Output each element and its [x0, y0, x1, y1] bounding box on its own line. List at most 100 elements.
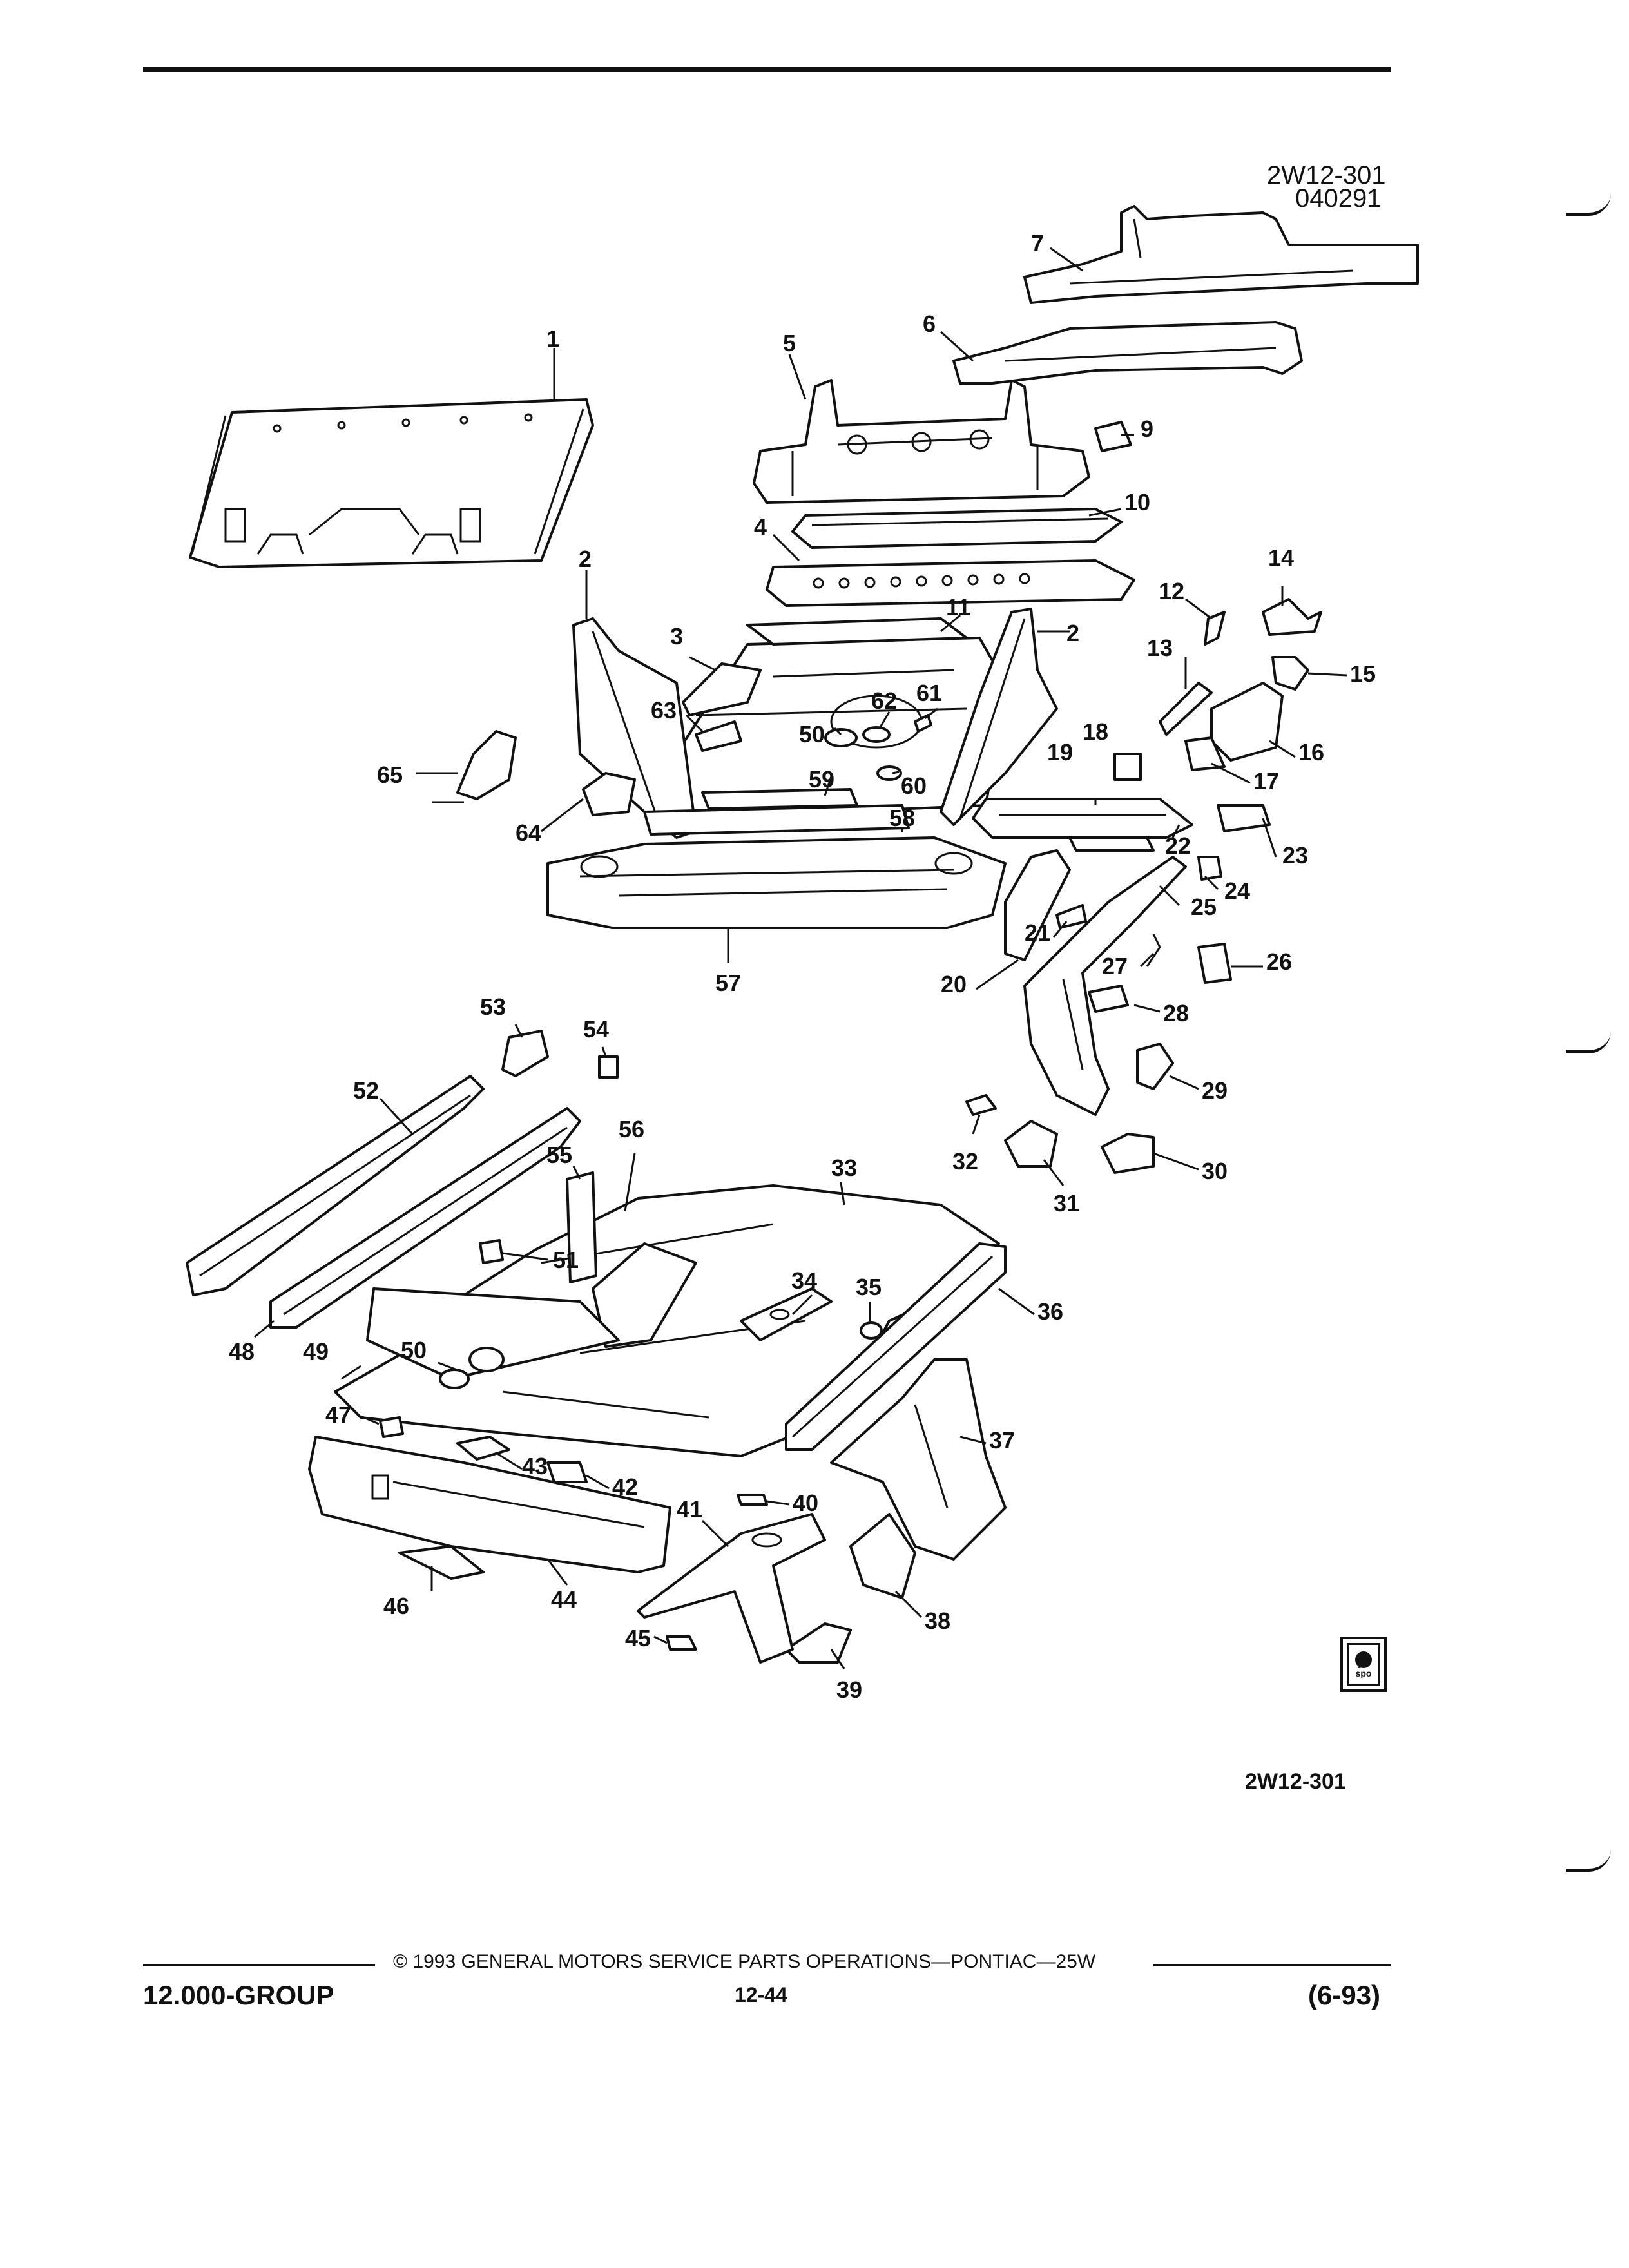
- part-61-clip: [914, 714, 932, 733]
- part-21-clip: [1055, 904, 1087, 929]
- callout-37: 37: [989, 1427, 1015, 1454]
- part-29-bracket: [1136, 1043, 1174, 1090]
- callout-30: 30: [1202, 1158, 1228, 1184]
- part-16-box-bracket: [1210, 682, 1284, 762]
- callout-12: 12: [1159, 578, 1184, 604]
- part-45-clip: [666, 1635, 697, 1651]
- callout-29: 29: [1202, 1077, 1228, 1104]
- callout-39: 39: [836, 1677, 862, 1703]
- part-50-lower-grommet: [439, 1347, 505, 1389]
- callout-2-left: 2: [579, 546, 592, 572]
- callout-19: 19: [1047, 739, 1073, 765]
- part-55-seat-rail: [566, 1171, 597, 1283]
- margin-mark-middle: [1566, 1031, 1611, 1053]
- part-1-rear-shelf-panel: [189, 398, 594, 568]
- footer-group: 12.000-GROUP: [143, 1980, 334, 2010]
- part-49-crossmember: [366, 1287, 620, 1380]
- callout-63: 63: [651, 697, 677, 724]
- part-65-bracket: [432, 730, 517, 803]
- part-57-rear-floor-pan: [546, 836, 1007, 929]
- callout-11: 11: [946, 594, 970, 620]
- part-39-bracket: [785, 1622, 852, 1664]
- callout-2-right: 2: [1066, 620, 1079, 646]
- drawing-date: 040291: [1295, 184, 1382, 213]
- callout-25: 25: [1191, 894, 1217, 920]
- drawing-code: 2W12-301: [1267, 161, 1386, 189]
- footer-page-number: 12-44: [735, 1983, 787, 2006]
- callout-42: 42: [612, 1474, 638, 1500]
- top-rule: [143, 67, 1391, 72]
- part-19-rail: [972, 798, 1193, 839]
- callout-64: 64: [516, 820, 541, 846]
- part-12-clip: [1204, 611, 1226, 646]
- part-32-clip: [965, 1094, 997, 1116]
- callout-55: 55: [546, 1142, 572, 1168]
- callout-7: 7: [1031, 230, 1044, 256]
- callout-22: 22: [1165, 832, 1191, 859]
- part-62-plug: [862, 726, 891, 743]
- part-59-cross-bar: [701, 788, 858, 810]
- callout-28: 28: [1163, 1000, 1189, 1026]
- callout-16: 16: [1298, 739, 1324, 765]
- callout-59: 59: [809, 766, 834, 793]
- gm-spo-logo-icon: gm spo: [1340, 1637, 1387, 1692]
- footer-rule-right: [1153, 1964, 1391, 1966]
- callout-3: 3: [670, 623, 683, 649]
- part-10-cross-member: [791, 508, 1123, 549]
- callout-41: 41: [677, 1496, 702, 1523]
- part-23-plate: [1217, 804, 1271, 832]
- part-54-tab: [598, 1055, 619, 1079]
- callout-52: 52: [353, 1077, 379, 1104]
- part-20-pillar: [1004, 849, 1071, 961]
- part-6-upper-rail: [952, 321, 1303, 385]
- part-15-bracket: [1271, 656, 1309, 691]
- part-5-rear-body-panel: [753, 379, 1090, 504]
- callout-17: 17: [1253, 768, 1279, 794]
- callout-56: 56: [619, 1116, 644, 1142]
- part-31-bracket: [1004, 1120, 1058, 1168]
- callout-65: 65: [377, 762, 403, 788]
- callout-32: 32: [952, 1148, 978, 1175]
- part-4-cross-member: [766, 559, 1135, 607]
- callout-labels: 1 2 2 3 4 5 6 7 9 10 11 12 13 14 15 16 1…: [229, 230, 1376, 1703]
- callout-54: 54: [583, 1016, 609, 1043]
- part-41-floor-rail: [637, 1513, 826, 1664]
- part-22-rail: [1068, 836, 1155, 852]
- part-9-bracket: [1094, 421, 1132, 452]
- callout-40: 40: [793, 1490, 818, 1516]
- part-44-front-crossmember: [308, 1436, 671, 1573]
- callout-38: 38: [925, 1608, 950, 1634]
- callout-61: 61: [916, 680, 942, 706]
- callout-31: 31: [1054, 1190, 1079, 1216]
- part-38-bracket: [849, 1513, 916, 1599]
- footer-copyright: © 1993 GENERAL MOTORS SERVICE PARTS OPER…: [393, 1951, 1096, 1972]
- callout-4: 4: [754, 514, 767, 540]
- callout-50-upper: 50: [799, 721, 825, 747]
- part-11-floor-brace: [746, 617, 968, 646]
- callout-10: 10: [1124, 489, 1150, 515]
- part-60-grommet: [876, 765, 902, 781]
- callout-44: 44: [551, 1586, 577, 1613]
- callout-5: 5: [783, 330, 796, 356]
- callout-48: 48: [229, 1338, 255, 1365]
- callout-47: 47: [325, 1401, 351, 1428]
- callout-53: 53: [480, 994, 506, 1020]
- part-30-bracket: [1101, 1133, 1155, 1174]
- callout-50-lower: 50: [401, 1337, 427, 1363]
- callout-23: 23: [1282, 842, 1308, 869]
- part-7-upper-rail: [1023, 205, 1419, 304]
- part-27-strap: [1146, 934, 1161, 967]
- callout-34: 34: [791, 1267, 817, 1294]
- part-28-bracket: [1088, 985, 1129, 1013]
- callout-14: 14: [1268, 544, 1294, 571]
- footer-rule-left: [143, 1964, 375, 1966]
- callout-49: 49: [303, 1338, 329, 1365]
- callout-9: 9: [1141, 416, 1153, 442]
- callout-21: 21: [1025, 919, 1050, 946]
- callout-62: 62: [871, 687, 897, 714]
- part-35-clip: [860, 1321, 883, 1340]
- part-26-bracket: [1197, 943, 1232, 984]
- callout-27: 27: [1102, 953, 1128, 979]
- part-25-quarter-inner: [1023, 856, 1187, 1116]
